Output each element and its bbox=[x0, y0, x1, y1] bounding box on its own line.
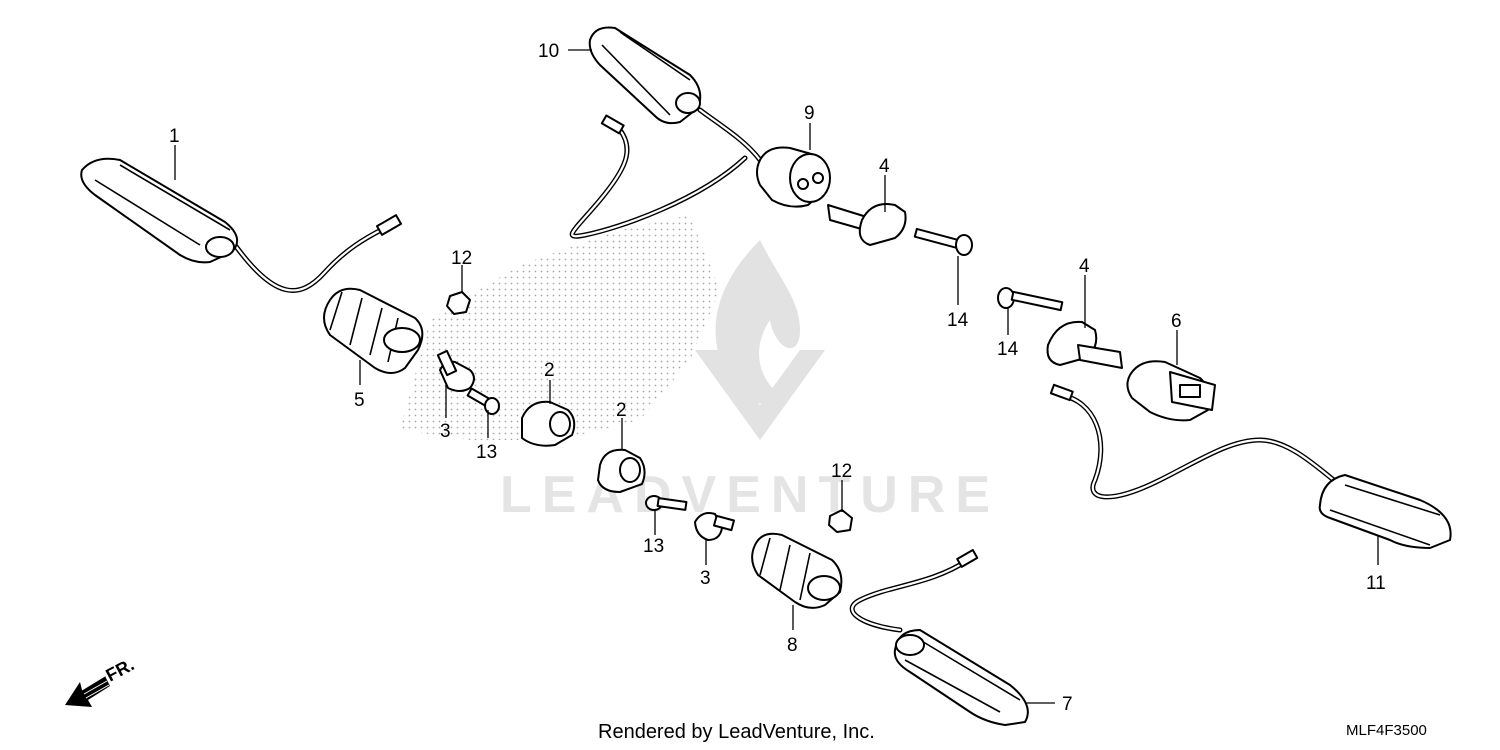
callouts: 1 5 12 3 13 2 2 13 3 12 8 7 10 9 4 14 14… bbox=[169, 41, 1386, 715]
clip-left[interactable] bbox=[446, 291, 471, 315]
callout-4b[interactable]: 4 bbox=[1079, 256, 1090, 277]
callout-11[interactable]: 11 bbox=[1366, 573, 1386, 594]
bracket-plate-lower[interactable] bbox=[694, 512, 735, 541]
callout-5[interactable]: 5 bbox=[354, 390, 365, 411]
collar-lower[interactable] bbox=[597, 448, 646, 493]
rubber-mount-right[interactable] bbox=[751, 532, 843, 609]
leader-lines bbox=[174, 49, 1379, 704]
turn-signal-rear-right[interactable] bbox=[1049, 383, 1452, 549]
bolt-lower[interactable] bbox=[997, 287, 1064, 312]
turn-signal-rear-left[interactable] bbox=[569, 26, 763, 239]
callout-13a[interactable]: 13 bbox=[476, 442, 497, 463]
callout-8[interactable]: 8 bbox=[787, 635, 798, 656]
turn-signal-front-right[interactable] bbox=[849, 549, 1029, 726]
diagram-code: MLF4F3500 bbox=[1346, 722, 1427, 739]
callout-12b[interactable]: 12 bbox=[831, 461, 852, 482]
front-label: FR. bbox=[102, 654, 137, 685]
leadventure-watermark: LEADVENTURE bbox=[500, 240, 1000, 524]
watermark-text: LEADVENTURE bbox=[500, 466, 1000, 524]
mount-plate-upper[interactable] bbox=[827, 203, 907, 246]
callout-10[interactable]: 10 bbox=[538, 41, 559, 62]
callout-4a[interactable]: 4 bbox=[879, 156, 890, 177]
grommet-upper[interactable] bbox=[756, 146, 831, 208]
callout-7[interactable]: 7 bbox=[1062, 694, 1073, 715]
callout-6[interactable]: 6 bbox=[1171, 311, 1182, 332]
front-direction-indicator: FR. bbox=[65, 654, 137, 707]
callout-2b[interactable]: 2 bbox=[616, 400, 627, 421]
callout-3a[interactable]: 3 bbox=[440, 421, 451, 442]
callout-1[interactable]: 1 bbox=[169, 126, 180, 147]
socket-right[interactable] bbox=[1126, 360, 1216, 422]
callout-14b[interactable]: 14 bbox=[997, 339, 1019, 360]
callout-2a[interactable]: 2 bbox=[544, 360, 555, 381]
turn-signal-front-left[interactable] bbox=[80, 157, 403, 293]
collar-upper[interactable] bbox=[521, 400, 576, 447]
rubber-mount-left[interactable] bbox=[323, 287, 424, 374]
callout-3b[interactable]: 3 bbox=[700, 568, 711, 589]
dotted-logo-background bbox=[400, 215, 720, 440]
screw-lower[interactable] bbox=[645, 495, 688, 511]
bolt-upper[interactable] bbox=[913, 227, 973, 256]
bracket-plate-left[interactable] bbox=[436, 349, 475, 392]
callout-13b[interactable]: 13 bbox=[643, 536, 664, 557]
mount-plate-lower[interactable] bbox=[1046, 320, 1123, 369]
callout-12a[interactable]: 12 bbox=[451, 248, 472, 269]
callout-14a[interactable]: 14 bbox=[947, 310, 969, 331]
callout-9[interactable]: 9 bbox=[804, 103, 815, 124]
footer-credit: Rendered by LeadVenture, Inc. bbox=[598, 721, 875, 743]
